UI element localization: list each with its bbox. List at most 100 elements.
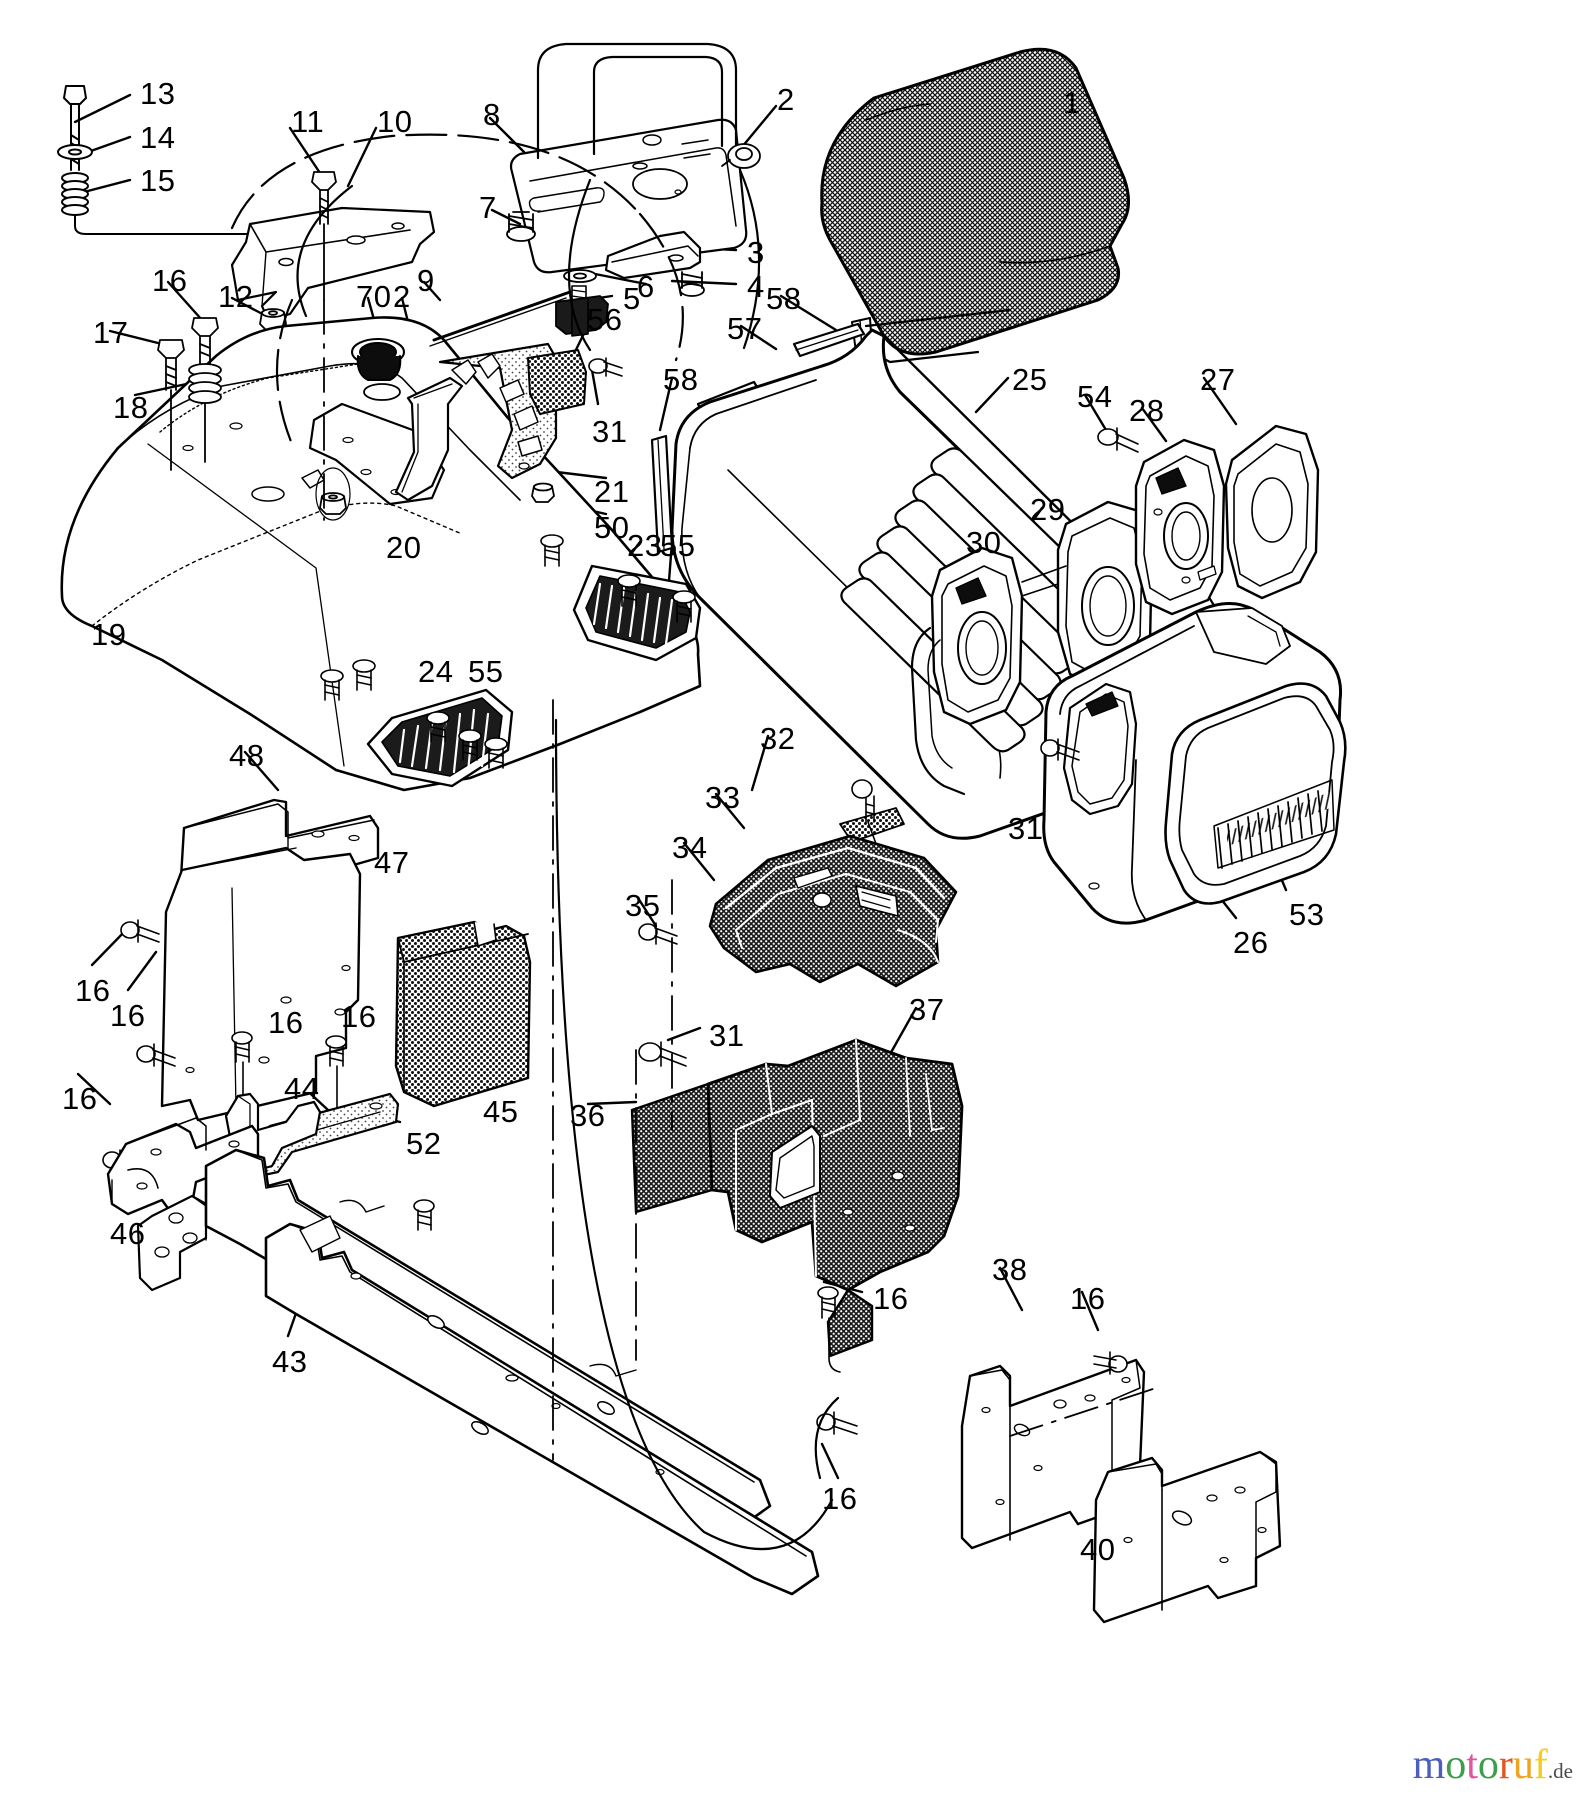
part-40-bracket: [1092, 1450, 1282, 1624]
center-lines: [323, 299, 1157, 1461]
part-46-bracket: [106, 1117, 260, 1216]
callout-19: 19: [91, 617, 127, 652]
callout-54: 54: [1077, 379, 1113, 414]
callout-36: 36: [570, 1098, 606, 1133]
callout-48: 48: [229, 738, 265, 773]
part-29-bezel: [1021, 500, 1220, 688]
callout-26: 26: [1233, 925, 1269, 960]
callout-31: 31: [592, 414, 628, 449]
callout-16: 16: [152, 263, 188, 298]
callout-14: 14: [140, 120, 176, 155]
part-7-screw: [506, 211, 536, 242]
part-36-37-cover: [630, 1038, 964, 1358]
callout-27: 27: [1200, 362, 1236, 397]
callout-35: 35: [625, 888, 661, 923]
callout-9: 9: [417, 263, 435, 298]
callout-52: 52: [406, 1126, 442, 1161]
part-12-nut: [259, 308, 287, 331]
callout-43: 43: [272, 1344, 308, 1379]
part-35-screw: [638, 922, 678, 945]
callout-58: 58: [766, 281, 802, 316]
seat-handle-wire: [536, 42, 738, 160]
callout-56: 56: [587, 302, 623, 337]
callout-21: 21: [594, 474, 630, 509]
callout-16: 16: [62, 1081, 98, 1116]
callout-6: 6: [637, 269, 655, 304]
callout-4: 4: [747, 269, 765, 304]
callout-31: 31: [709, 1018, 745, 1053]
part-31-screw-lower: [638, 1041, 687, 1067]
callout-29: 29: [1030, 492, 1066, 527]
part-6-washer: [563, 269, 597, 283]
part-30-bezel: [910, 546, 1024, 796]
callout-16: 16: [75, 973, 111, 1008]
callout-30: 30: [966, 525, 1002, 560]
part-31-screw-grille: [1040, 738, 1080, 761]
part-20-nut: [315, 467, 351, 521]
callout-55: 55: [660, 528, 696, 563]
callout-16: 16: [268, 1005, 304, 1040]
watermark-letter: r: [1498, 1742, 1513, 1788]
part-17-screw: [157, 339, 185, 471]
callout-20: 20: [386, 530, 422, 565]
callout-7: 7: [479, 190, 497, 225]
part-50-nut: [531, 482, 555, 503]
footrest-screws: [320, 534, 696, 769]
assembly-guide-curves: [296, 168, 840, 1551]
part-34-dash-panel: [708, 834, 958, 988]
callout-31: 31: [1008, 811, 1044, 846]
callout-2: 2: [393, 279, 411, 314]
motoruf-watermark: motoruf.de: [1413, 1744, 1573, 1786]
part-31-screw-upper: [588, 357, 623, 377]
callout-50: 50: [594, 510, 630, 545]
callout-37: 37: [909, 992, 945, 1027]
assembly-line-15: [74, 214, 301, 235]
watermark-letter: m: [1412, 1742, 1446, 1788]
callout-2: 2: [777, 82, 795, 117]
callout-16: 16: [110, 998, 146, 1033]
callout-24: 24: [418, 654, 454, 689]
callout-12: 12: [218, 279, 254, 314]
part-50-trim: [394, 376, 464, 502]
assembly-arc-lines: [230, 133, 684, 446]
callout-40: 40: [1080, 1532, 1116, 1567]
callout-16: 16: [1070, 1281, 1106, 1316]
part-70-grommet: [351, 338, 405, 401]
part-1-seat: [820, 47, 1130, 356]
callout-17: 17: [93, 315, 129, 350]
callout-10: 10: [377, 104, 413, 139]
callout-57: 57: [727, 311, 763, 346]
callout-55: 55: [468, 654, 504, 689]
callout-32: 32: [760, 721, 796, 756]
part-5-knob: [555, 285, 609, 337]
part-43-frame: [136, 1148, 820, 1596]
callout-3: 3: [747, 235, 765, 270]
callout-46: 46: [110, 1216, 146, 1251]
part-4-screw: [679, 271, 705, 297]
watermark-letter: o: [1477, 1742, 1499, 1788]
callout-47: 47: [374, 845, 410, 880]
part-47-panel: [160, 846, 362, 1122]
part-21-trim: [438, 342, 558, 480]
callout-5: 5: [623, 281, 641, 316]
callout-70: 70: [356, 279, 392, 314]
callout-16: 16: [341, 999, 377, 1034]
callout-28: 28: [1129, 393, 1165, 428]
callout-1: 1: [1063, 85, 1081, 120]
callout-15: 15: [140, 163, 176, 198]
part-45-battery-box: [394, 920, 532, 1108]
callout-16: 16: [822, 1481, 858, 1516]
part-56-mesh-pad: [527, 349, 587, 415]
part-28-cover: [1134, 438, 1226, 616]
watermark-letter: f: [1533, 1742, 1548, 1788]
callout-23: 23: [627, 528, 663, 563]
part-18-spring: [188, 363, 222, 404]
part-13-bolt: [63, 85, 87, 171]
callout-25: 25: [1012, 362, 1048, 397]
part-16-screw-cover: [817, 1286, 841, 1373]
callout-38: 38: [992, 1252, 1028, 1287]
callout-11: 11: [291, 104, 325, 139]
part-14-washer: [57, 144, 93, 160]
callout-13: 13: [140, 76, 176, 111]
callout-53: 53: [1289, 897, 1325, 932]
